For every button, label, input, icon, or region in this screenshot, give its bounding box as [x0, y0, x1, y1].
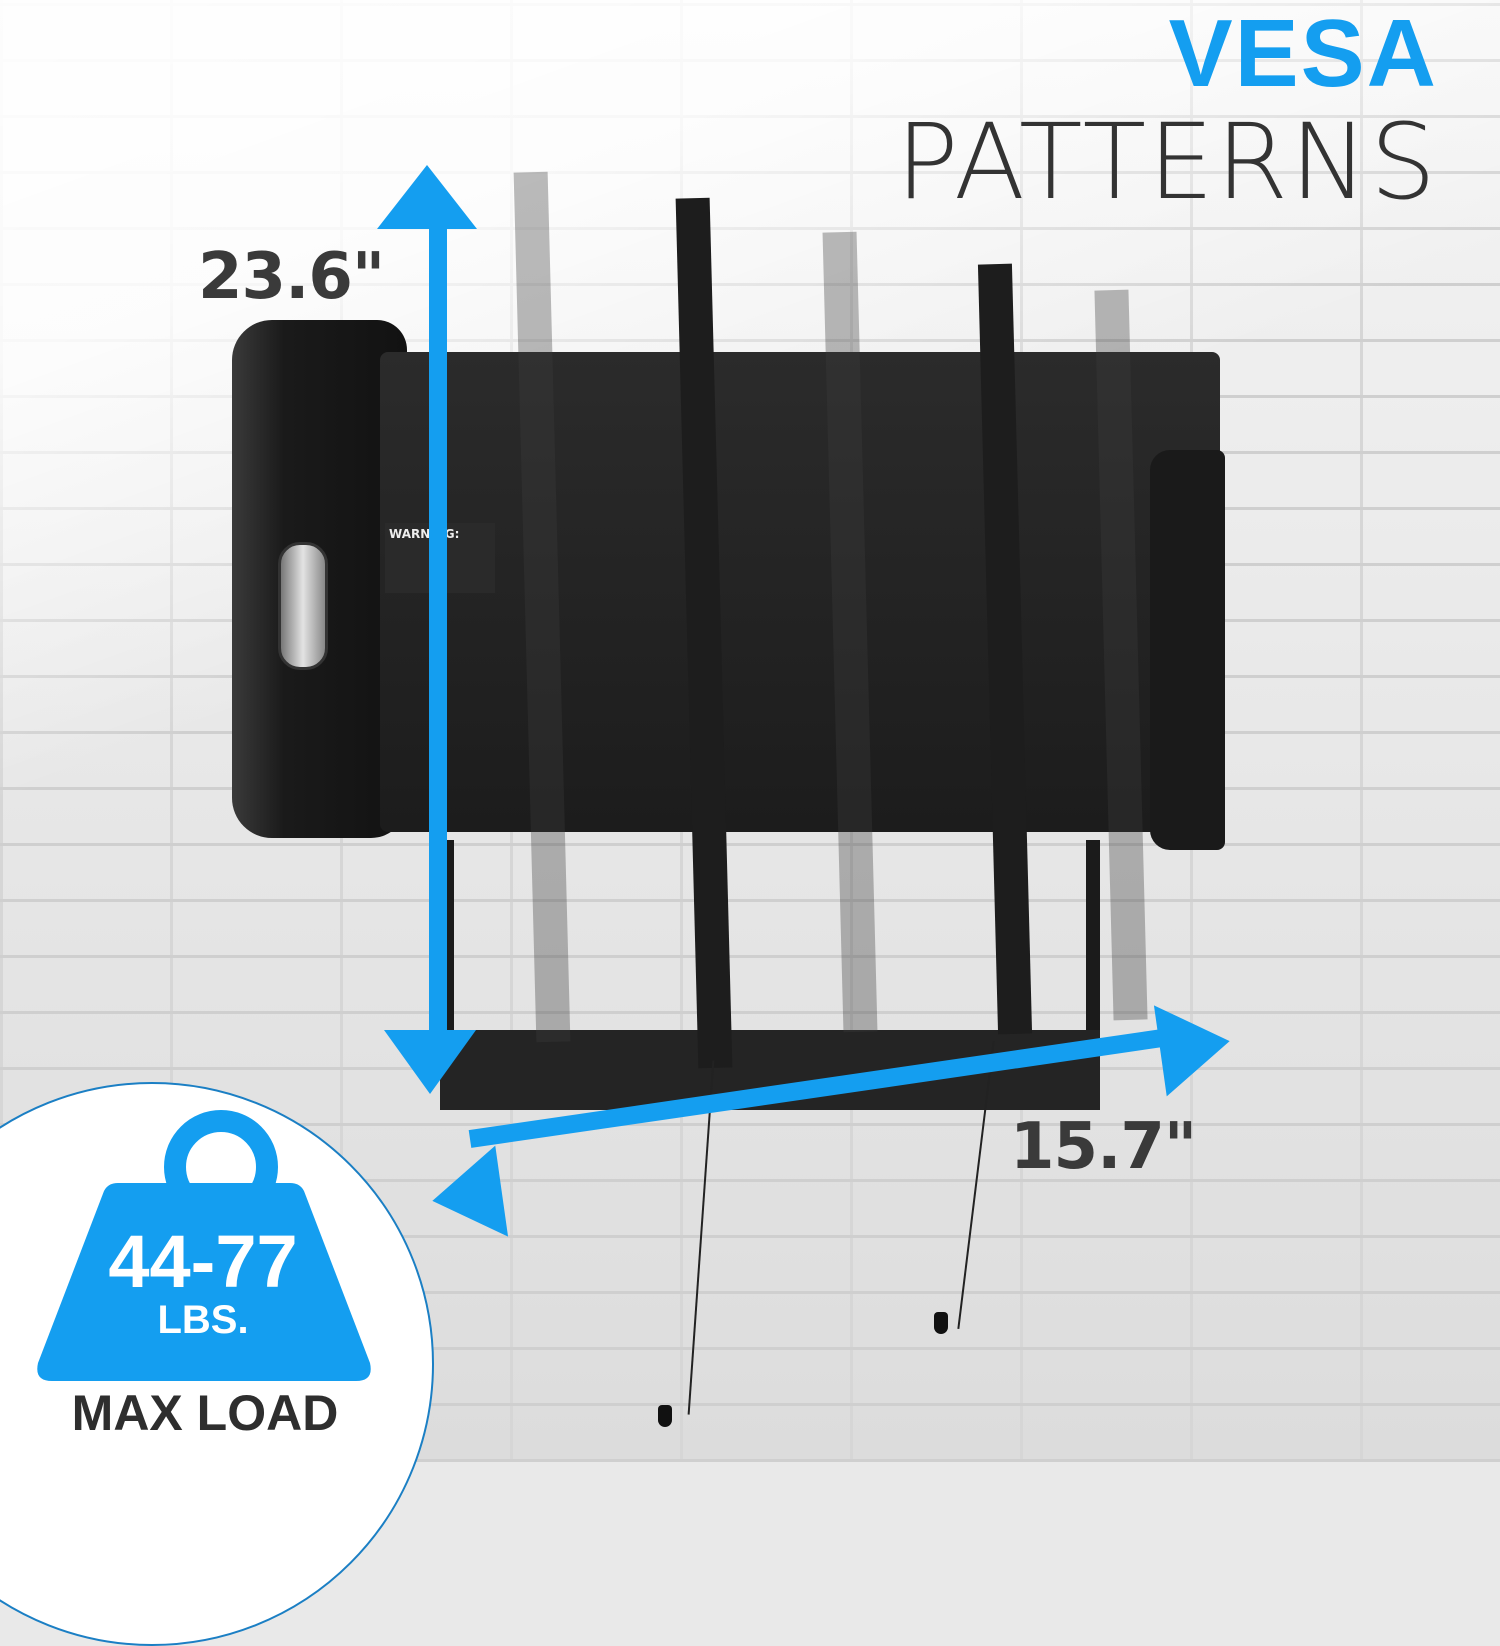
- max-load-range: 44-77: [108, 1220, 298, 1303]
- pull-cord-left-tip: [658, 1405, 672, 1427]
- width-dimension-label: 15.7": [1010, 1110, 1197, 1184]
- arrow-up-icon: [377, 165, 477, 229]
- mount-right-end-cap: [1150, 450, 1225, 850]
- product-title: VESA PATTERNS: [895, 0, 1438, 223]
- mount-side-plate: [232, 320, 407, 838]
- weight-icon: [34, 1183, 374, 1383]
- arrow-down-icon: [384, 1030, 476, 1094]
- height-arrow-shaft: [429, 220, 447, 1050]
- title-vesa: VESA: [1168, 0, 1438, 107]
- height-dimension-label: 23.6": [198, 240, 385, 314]
- pull-cord-right-tip: [934, 1312, 948, 1334]
- mount-main-frame: [380, 352, 1220, 832]
- arrow-right-icon: [1153, 995, 1237, 1097]
- max-load-label: MAX LOAD: [71, 1385, 339, 1441]
- release-button-icon: [278, 542, 328, 670]
- arrow-left-icon: [425, 1145, 509, 1247]
- title-patterns: PATTERNS: [895, 101, 1438, 223]
- max-load-unit: LBS.: [157, 1298, 249, 1342]
